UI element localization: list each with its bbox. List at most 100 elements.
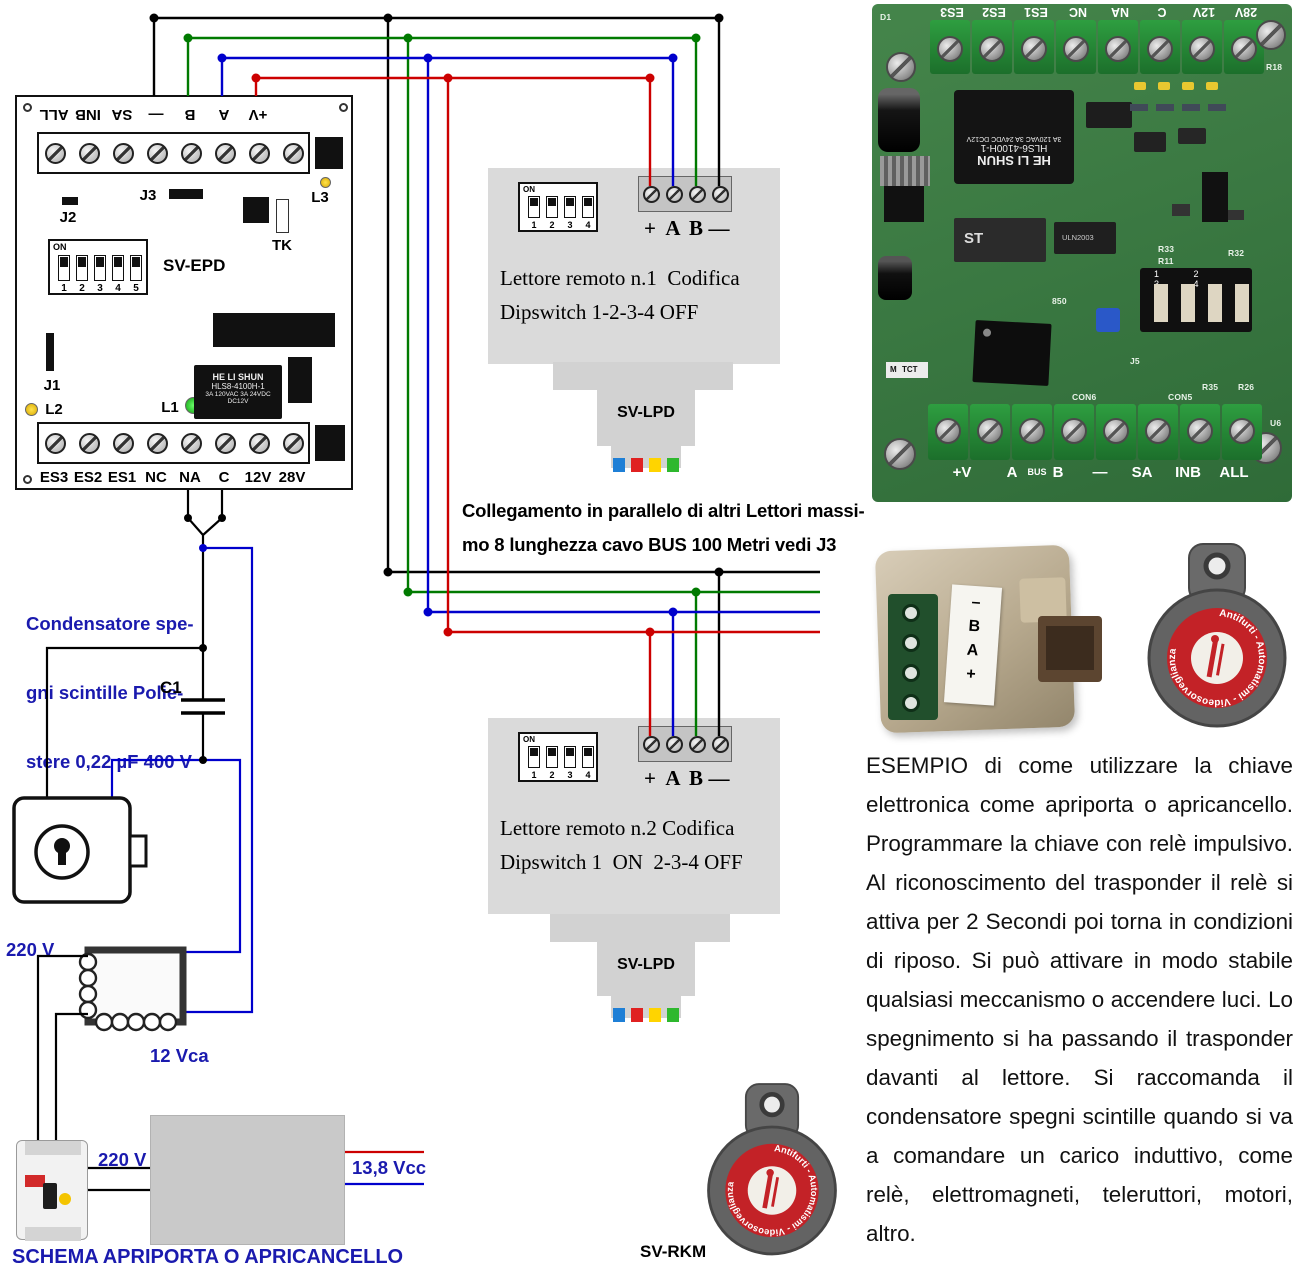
pcb-capacitor-small [878,256,912,300]
board-bottom-terminal-label: NC [145,469,167,486]
board-bottom-terminal-label: NA [179,469,201,486]
terminal-screw [643,736,660,753]
keyfob-photo-right: Antifurti - Automatismi - Videosorveglia… [1142,540,1292,730]
lpd-wire-green [667,1008,679,1022]
led-l3-label: L3 [311,189,329,206]
pcb-terminal-block [1182,20,1222,74]
terminal-screw [79,143,100,164]
lpd-module-photo: – B A + [868,532,1108,744]
relay-brand: HE LI SHUN [212,372,264,382]
lpd-wire-red [631,1008,643,1022]
reader-1-terminal-label: B [688,216,703,240]
reader-2-terminal-label: B [688,766,703,790]
pcb-terminal-block [930,20,970,74]
terminal-screw [1021,36,1047,62]
pcb-top-label: ES1 [1024,5,1048,19]
board-relay: HE LI SHUN HLS8-4100H-1 3A 120VAC 3A 24V… [194,365,282,419]
trimmer-tk [276,199,289,233]
reader-1-dipswitch: ON 1 2 3 4 [518,182,598,232]
primary-feed-wires [36,954,88,1140]
dip-slot [582,196,594,218]
board-component [315,137,343,169]
keyfob-svg: Antifurti - Automatismi - Videosorveglia… [707,1083,837,1256]
pcb-bottom-label: BUS [1027,467,1047,477]
board-hole [23,103,32,112]
dip-number: 1 [531,770,537,780]
pcb-terminal-block [1012,404,1052,460]
pcb-relay-brand: HE LI SHUN [977,153,1051,168]
dip-number: 2 [549,220,555,230]
dip-number: 1 [61,283,67,294]
dip-slot [528,196,540,218]
board-bottom-terminal-label: ES1 [107,469,137,486]
terminal-screw [181,143,202,164]
dip-number: 3 [97,283,103,294]
pcb-relay-model: HLS6-4100H-1 [980,142,1048,153]
pcb-silkscreen: D1 [880,12,892,22]
transformer [78,946,187,1032]
transformer-core [84,946,187,1026]
module-terminal-hole [902,634,920,652]
board-component [213,313,335,347]
board-hole [23,475,32,484]
pcb-terminal-block [1054,404,1094,460]
terminal-screw [1231,36,1257,62]
dip-number: 4 [585,770,591,780]
module-terminal-hole [902,694,920,712]
board-hole [339,103,348,112]
reader-1-title: Lettore remoto n.1 Codifica [500,266,740,290]
sv-lpd-1-flange [553,362,733,390]
pcb-bottom-label: ALL [1219,464,1249,481]
led-l1-label: L1 [161,399,179,416]
dipswitch-on-label: ON [523,735,535,744]
terminal-screw [147,433,168,454]
transformer-primary-coil [78,952,98,1020]
transformer-secondary-coil [94,1012,178,1032]
dip-slot [130,255,142,281]
board-bottom-terminal-label: C [218,469,230,486]
board-top-terminal-label: ALL [39,106,69,123]
dip-slot [564,746,576,768]
circuit-breaker [16,1140,88,1241]
keyfob-hole [759,1092,785,1118]
terminal-screw [45,143,66,164]
pcb-led [1134,82,1146,90]
keyfob-sticker-center [1191,632,1243,684]
reader-2-subtitle: Dipswitch 1 ON 2-3-4 OFF [500,850,743,874]
module-sticker: – B A + [943,584,1003,706]
board-bottom-terminal-label: ES3 [39,469,69,486]
lpd-wire-yellow [649,458,661,472]
board-top-terminal-label: B [184,106,196,123]
board-dipswitch: ON 1 2 3 4 5 [48,239,148,295]
dip-slot [546,746,558,768]
breaker-terminal [25,1141,81,1155]
pcb-led [1206,82,1218,90]
pcb-photo: ES3 ES2 ES1 NC NA C 12V 28V HE LI SHUN H… [872,4,1292,502]
pcb-top-label: ES2 [982,5,1006,19]
pcb-relay: HE LI SHUN HLS6-4100H-1 3A 120VAC 3A 24V… [954,90,1074,184]
dipswitch-on-label: ON [53,242,67,252]
lpd-wire-blue [613,458,625,472]
terminal-screw [1103,418,1129,444]
sv-lpd-2-tail [611,996,681,1018]
terminal-screw [666,736,683,753]
lock-keyhole-slot [58,848,66,865]
jumper-j2-label: J2 [59,209,77,226]
pcb-ic-st: ST [954,218,1046,262]
dip-number: 2 [79,283,85,294]
mounting-screw [1256,20,1286,50]
terminal-screw [215,143,236,164]
terminal-screw [113,433,134,454]
board-top-terminal-label: — [148,106,164,123]
pcb-resistor [1172,204,1190,216]
dip-slot [58,255,70,281]
schematic-title: SCHEMA APRIPORTA O APRICANCELLO [12,1246,404,1268]
pcb-ic [1134,132,1166,152]
pcb-mcu [972,320,1052,386]
reader-2-terminal-label: A [665,766,681,790]
board-model-label: SV-EPD [163,256,226,275]
module-sticker-char: A [966,641,979,660]
terminal-screw [712,736,729,753]
pcb-terminal-block [972,20,1012,74]
board-top-terminal-label: INB [75,106,101,123]
